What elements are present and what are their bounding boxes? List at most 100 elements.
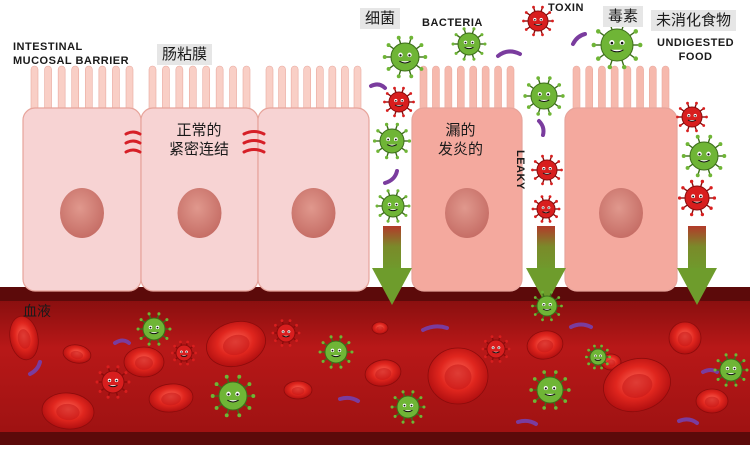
spike-tip (171, 351, 174, 355)
spike-tip (136, 327, 140, 331)
leaky-inflamed-label: 漏的 发炎的 (438, 121, 483, 159)
spike-tip (186, 362, 189, 366)
spike-tip (505, 355, 508, 359)
spike-tip (280, 319, 284, 322)
villus (112, 65, 120, 115)
epithelial-cell-1 (22, 65, 142, 292)
mouth (542, 308, 552, 311)
spike-tip (689, 179, 694, 184)
microbe-body (276, 323, 296, 343)
microbe-body (142, 317, 166, 341)
spike-tip (700, 179, 705, 184)
pupil (410, 404, 413, 407)
spike-tip (411, 420, 415, 424)
rbc-center (222, 334, 250, 356)
spike-tip (685, 165, 690, 170)
villus (44, 65, 52, 115)
villus (290, 65, 299, 115)
spike-tip (550, 290, 553, 294)
microbe-body (689, 141, 719, 171)
spike-tip (124, 371, 128, 375)
spike-tip (224, 374, 229, 379)
bacteria-icon (390, 390, 426, 424)
intestinal-barrier-en-line2: MUCOSAL BARRIER (13, 55, 130, 67)
red-blood-cell (9, 315, 39, 361)
spike-tip (548, 76, 552, 80)
villus (648, 65, 657, 115)
mouth (533, 23, 543, 26)
spike-tip (386, 189, 390, 193)
tight-junction-right (242, 130, 266, 154)
spike-tip (548, 11, 552, 14)
spike-tip (404, 129, 408, 133)
spike-tip (677, 196, 682, 200)
microbe-body (218, 381, 248, 411)
spike-tip (498, 335, 502, 338)
microbe-body (486, 339, 506, 359)
spike-tip (480, 51, 484, 55)
pupil (538, 93, 541, 96)
spike-tip (689, 212, 694, 217)
villus (494, 65, 502, 115)
spike-tip (407, 204, 411, 208)
pupil (726, 367, 729, 370)
spike-tip (541, 182, 544, 186)
pupil (388, 203, 391, 206)
pupil (534, 19, 536, 21)
spike-tip (742, 359, 746, 363)
spike-tip (709, 186, 713, 190)
spike-tip (708, 134, 713, 139)
spike-tip (533, 177, 537, 180)
spike-tip (472, 57, 476, 61)
mouth (464, 46, 474, 50)
microbe-body (527, 10, 549, 32)
spike-tip (386, 66, 391, 71)
spike-tip (505, 339, 508, 343)
leak-arrows (372, 226, 717, 305)
pupil (599, 355, 602, 357)
rbc-center (444, 364, 472, 390)
undigested-en-line2: FOOD (678, 51, 713, 63)
spike-tip (702, 107, 706, 110)
mouth (726, 372, 736, 376)
mouth (691, 201, 703, 204)
spike-tip (542, 370, 546, 374)
spike-tip (401, 420, 405, 424)
spike-tip (237, 413, 242, 418)
spike-tip (686, 101, 689, 105)
rbc-center (537, 339, 554, 353)
spike-tip (179, 362, 182, 366)
villus (188, 65, 197, 115)
spike-tip (560, 168, 563, 172)
pupil (471, 41, 474, 44)
inflamed-cell-2 (564, 65, 678, 292)
villus (572, 65, 581, 115)
intestinal-barrier-cn-label: 肠粘膜 (157, 44, 213, 65)
spike-tip (550, 182, 553, 186)
rbc-center (291, 386, 305, 396)
spike-tip (681, 154, 686, 158)
nucleus (60, 188, 104, 238)
mouth (542, 172, 552, 175)
spike-tip (347, 341, 351, 345)
villus (341, 65, 349, 115)
mouth (149, 331, 159, 335)
pupil (180, 351, 183, 353)
toxin-squiggle (537, 119, 546, 137)
mouth (492, 351, 500, 354)
villus (328, 65, 337, 115)
bacteria-icon (136, 312, 172, 346)
microbe-body (396, 395, 420, 419)
spike-tip (401, 390, 405, 394)
spike-tip (385, 109, 389, 112)
spike-tip (127, 380, 131, 384)
villus (419, 65, 428, 115)
spike-tip (393, 396, 397, 400)
spike-tip (409, 92, 413, 95)
leak-arrow-3 (677, 226, 717, 305)
spike-tip (681, 206, 685, 210)
toxin-squiggle (701, 368, 719, 374)
microbe-body (175, 344, 193, 362)
spike-tip (548, 112, 552, 116)
